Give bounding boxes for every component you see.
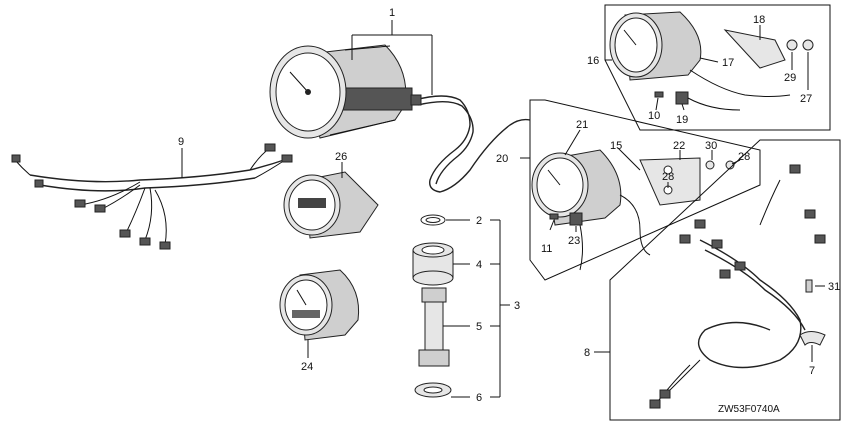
seal-6 (414, 382, 452, 398)
callout-3: 3 (514, 300, 520, 312)
callout-30: 30 (705, 140, 717, 152)
callout-27: 27 (800, 93, 812, 105)
leader-lines (181, 20, 825, 398)
callout-21: 21 (576, 119, 588, 131)
wire-harness-9 (11, 143, 293, 250)
callout-5: 5 (476, 321, 482, 333)
callout-26: 26 (335, 151, 347, 163)
callout-4: 4 (476, 259, 482, 271)
callout-18: 18 (753, 14, 765, 26)
callout-23: 23 (568, 235, 580, 247)
diagram-code: ZW53F0740A (718, 404, 780, 415)
gauge-assembly-20 (529, 99, 761, 281)
callout-10: 10 (648, 110, 660, 122)
callout-19: 19 (676, 114, 688, 126)
callout-29: 29 (784, 72, 796, 84)
callout-28b: 28 (662, 171, 674, 183)
callout-17: 17 (722, 57, 734, 69)
callout-22: 22 (673, 140, 685, 152)
trim-gauge-26 (283, 171, 379, 239)
main-harness-8 (609, 139, 841, 421)
fuel-gauge-24 (279, 269, 360, 341)
callout-11: 11 (541, 243, 552, 255)
callout-8: 8 (584, 347, 590, 359)
callout-7: 7 (809, 365, 815, 377)
callout-9: 9 (178, 136, 184, 148)
callout-labels: 1 2 3 4 5 6 7 8 9 10 11 15 16 17 18 19 2… (178, 7, 840, 415)
callout-2: 2 (476, 215, 482, 227)
shaft-5 (418, 287, 450, 367)
tachometer-gauge (269, 44, 413, 139)
callout-31: 31 (828, 281, 840, 293)
callout-6: 6 (476, 392, 482, 404)
callout-15: 15 (610, 140, 622, 152)
callout-24: 24 (301, 361, 313, 373)
bearing-4 (412, 242, 454, 286)
gauge-assembly-16 (604, 4, 831, 131)
callout-20: 20 (496, 153, 508, 165)
o-ring-2 (420, 214, 446, 226)
tachometer-cable (410, 94, 531, 193)
callout-16: 16 (587, 55, 599, 67)
callout-1: 1 (389, 7, 395, 19)
callout-28a: 28 (738, 151, 750, 163)
